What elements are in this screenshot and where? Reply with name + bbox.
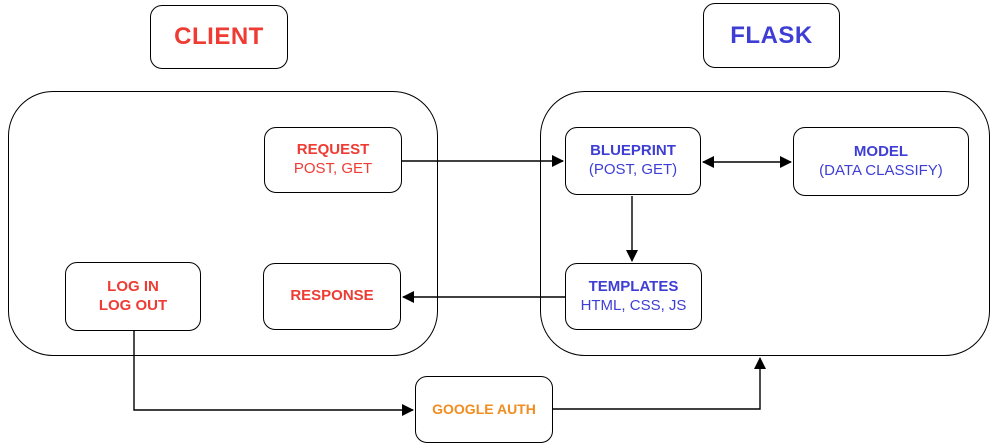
google-auth-title: GOOGLE AUTH — [432, 400, 536, 417]
templates-subtitle: HTML, CSS, JS — [580, 296, 687, 314]
blueprint-title: BLUEPRINT — [590, 142, 676, 160]
templates-title: TEMPLATES — [588, 277, 679, 295]
response-title: RESPONSE — [290, 287, 374, 305]
client-title-label: CLIENT — [174, 23, 264, 50]
login-line2: LOG OUT — [98, 296, 168, 314]
arrow-google-auth-to-flask — [553, 357, 766, 410]
arrow-login-to-google-auth — [133, 331, 414, 416]
client-container[interactable] — [8, 91, 438, 356]
node-client-title[interactable]: CLIENT — [150, 5, 288, 69]
flask-container[interactable] — [540, 91, 990, 356]
model-title: MODEL — [853, 142, 909, 160]
node-google-auth[interactable]: GOOGLE AUTH — [415, 376, 553, 443]
node-flask-title[interactable]: FLASK — [703, 3, 840, 68]
login-line1: LOG IN — [107, 277, 159, 295]
node-blueprint[interactable]: BLUEPRINT (POST, GET) — [565, 127, 701, 195]
request-title: REQUEST — [296, 141, 370, 159]
request-subtitle: POST, GET — [293, 160, 373, 177]
node-model[interactable]: MODEL (DATA CLASSIFY) — [793, 127, 969, 196]
flask-title-label: FLASK — [730, 21, 813, 49]
model-subtitle: (DATA CLASSIFY) — [819, 161, 943, 179]
node-templates[interactable]: TEMPLATES HTML, CSS, JS — [565, 263, 702, 330]
node-login-logout[interactable]: LOG IN LOG OUT — [65, 262, 201, 331]
node-response[interactable]: RESPONSE — [263, 263, 401, 330]
blueprint-subtitle: (POST, GET) — [588, 161, 678, 178]
node-request[interactable]: REQUEST POST, GET — [264, 127, 402, 193]
